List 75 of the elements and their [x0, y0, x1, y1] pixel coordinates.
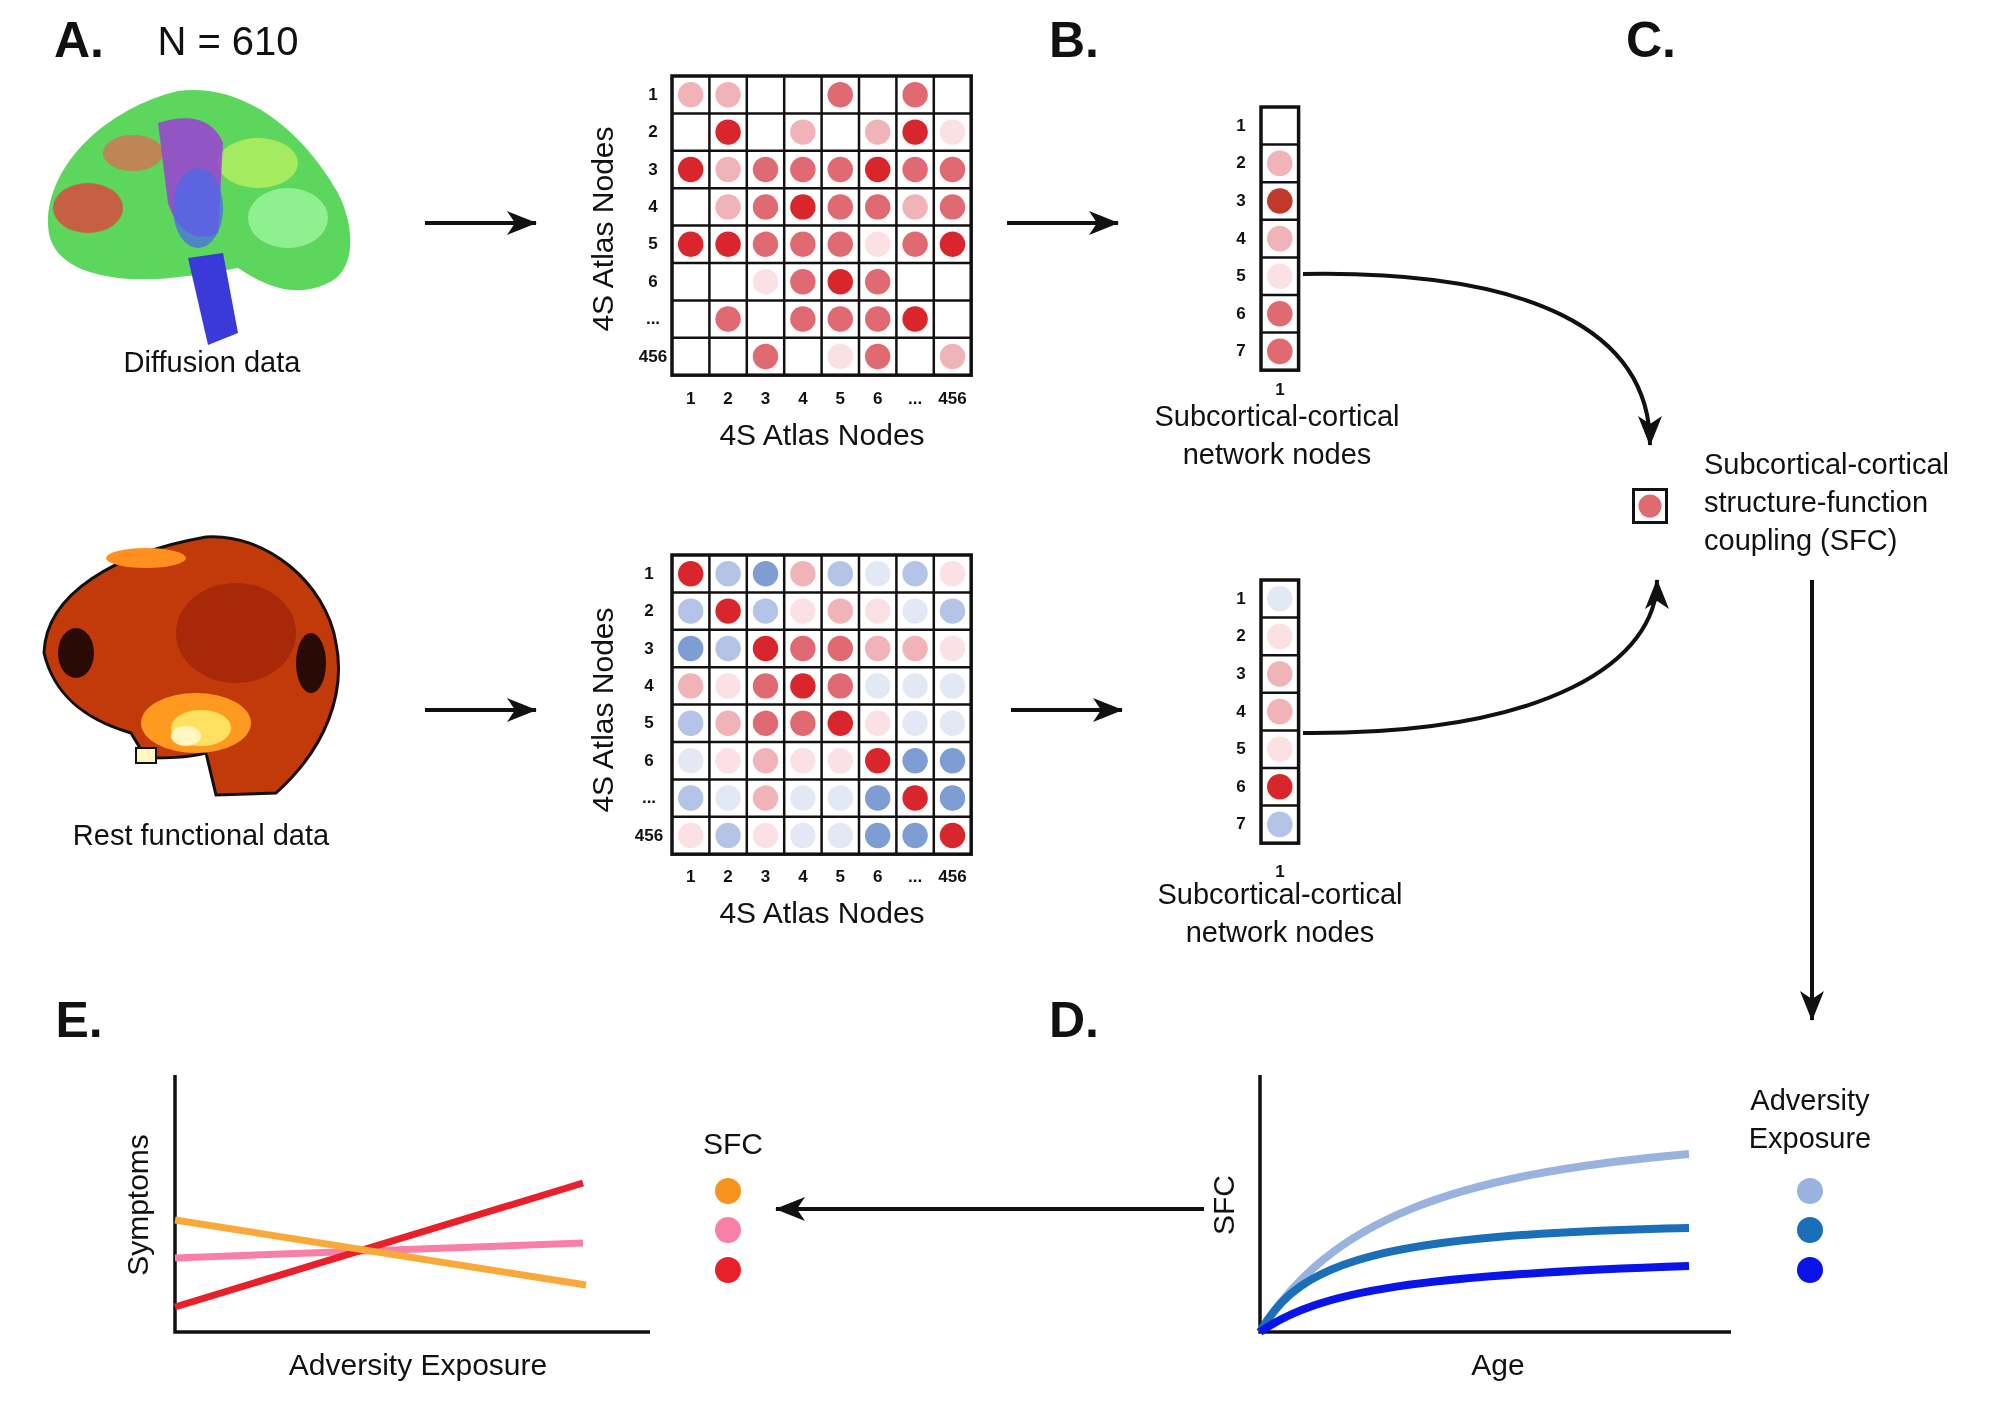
row-number: 5	[648, 234, 658, 255]
arrow	[1303, 272, 1660, 446]
arrow	[425, 211, 537, 235]
row-number: 6	[1236, 303, 1246, 324]
column-number: 6	[872, 389, 883, 409]
panel-letter: B.	[1049, 11, 1099, 69]
row-number: 1	[1236, 588, 1246, 609]
row-number: 3	[644, 638, 654, 659]
column-number: 5	[835, 389, 846, 409]
node-caption: Subcortical-cortical structure-function coupling (SFC)	[1704, 447, 1950, 558]
node-caption: Adversity Exposure	[1747, 1083, 1873, 1156]
axis-title: SFC	[703, 1126, 763, 1162]
column-number: 2	[723, 389, 733, 409]
image-caption: Diffusion data	[122, 345, 302, 380]
column-number: 1	[685, 389, 696, 409]
panel-letter: E.	[55, 991, 103, 1049]
axis-title: Adversity Exposure	[288, 1347, 548, 1383]
column-number: 5	[835, 867, 846, 887]
row-number: 456	[638, 346, 668, 367]
column-number: 3	[760, 389, 771, 409]
row-number: 1	[1236, 115, 1246, 136]
axis-title: 4S Atlas Nodes	[585, 126, 620, 332]
column-number: 6	[872, 867, 883, 887]
row-number: 3	[1236, 191, 1246, 211]
column-number: ...	[908, 389, 923, 409]
row-number: ...	[641, 788, 657, 809]
image-caption: Rest functional data	[71, 818, 331, 853]
row-number: 4	[1236, 228, 1246, 249]
row-number: 2	[648, 122, 658, 143]
arrow	[1302, 579, 1666, 735]
arrow	[425, 698, 537, 722]
row-number: 5	[1236, 739, 1246, 760]
axis-title: Age	[1471, 1347, 1525, 1383]
axis-title: 4S Atlas Nodes	[585, 607, 620, 813]
row-number: 3	[1236, 664, 1246, 684]
row-number: 1	[648, 84, 658, 105]
panel-letter: D.	[1049, 991, 1099, 1049]
arrow	[1800, 580, 1824, 1021]
row-number: 7	[1236, 341, 1246, 362]
column-number: 456	[938, 867, 967, 887]
row-number: 2	[644, 601, 654, 622]
row-number: 5	[1236, 266, 1246, 287]
row-number: 1	[644, 563, 654, 584]
row-number: 3	[648, 159, 658, 180]
column-number: ...	[908, 867, 923, 887]
column-number: 2	[723, 867, 733, 887]
row-number: 6	[644, 750, 654, 771]
arrow	[775, 1197, 1204, 1221]
axis-title: 4S Atlas Nodes	[719, 895, 925, 931]
arrow	[1011, 698, 1123, 722]
column-number: 1	[1275, 380, 1285, 400]
row-number: 7	[1236, 814, 1246, 835]
row-number: 2	[1236, 153, 1246, 174]
row-number: 5	[644, 713, 654, 734]
row-number: 4	[644, 675, 654, 696]
row-number: 2	[1236, 626, 1246, 647]
axis-title: Symptoms	[120, 1134, 155, 1276]
row-number: 6	[648, 271, 658, 292]
panel-letter: C.	[1626, 11, 1676, 69]
axis-title: 4S Atlas Nodes	[719, 417, 925, 453]
row-number: 4	[1236, 701, 1246, 722]
panel-letter: A.	[54, 11, 104, 69]
arrow	[1007, 211, 1119, 235]
column-number: 3	[760, 867, 771, 887]
column-number: 1	[685, 867, 696, 887]
row-number: 6	[1236, 776, 1246, 797]
column-number: 4	[798, 389, 808, 409]
row-number: 4	[648, 196, 658, 217]
node-caption: Subcortical-cortical network nodes	[1153, 399, 1401, 472]
sample-size-label: N = 610	[157, 18, 299, 64]
column-number: 456	[938, 389, 967, 409]
axis-title: SFC	[1206, 1175, 1241, 1235]
column-number: 4	[798, 867, 808, 887]
row-number: 456	[634, 825, 664, 846]
row-number: ...	[645, 309, 661, 330]
